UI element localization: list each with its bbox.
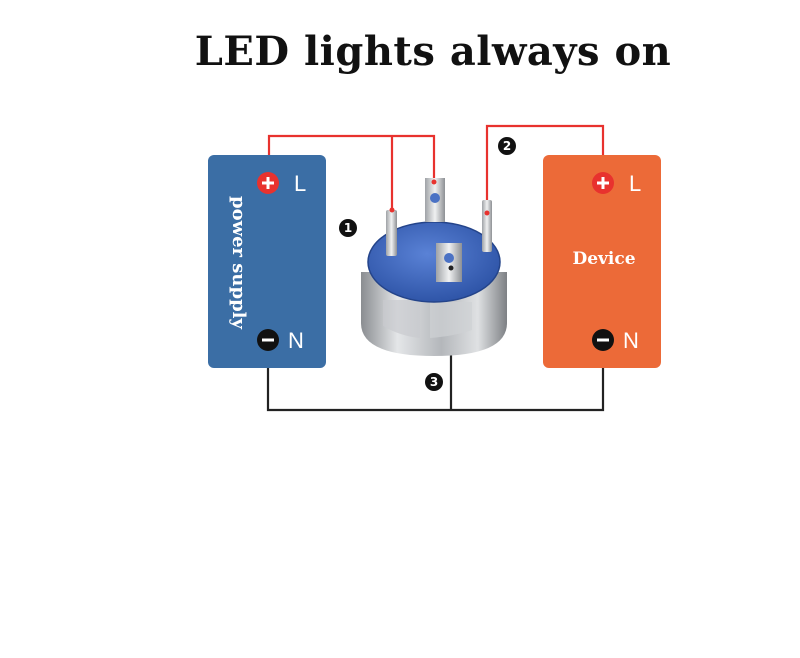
plus-icon: [257, 172, 279, 194]
switch-pin-top: [425, 178, 445, 222]
device-n-terminal: N: [623, 328, 639, 353]
device-label: Device: [572, 249, 635, 269]
svg-text:2: 2: [503, 139, 511, 153]
diagram-title: LED lights always on: [194, 28, 672, 75]
power-supply-box: L power supply N: [208, 155, 326, 368]
svg-text:1: 1: [344, 221, 352, 235]
power-supply-n-terminal: N: [288, 328, 304, 353]
marker-1: 1: [339, 219, 357, 237]
switch-pin-center: [436, 243, 462, 282]
device-box: L Device N: [543, 155, 661, 368]
svg-text:3: 3: [430, 375, 438, 389]
live-wire-switch-to-device: [485, 124, 605, 213]
push-button-switch: [361, 178, 507, 356]
marker-3: 3: [425, 373, 443, 391]
power-supply-l-terminal: L: [294, 171, 306, 196]
switch-pin-left: [386, 210, 397, 256]
power-supply-label: power supply: [228, 196, 249, 330]
switch-pin-right: [482, 200, 492, 252]
device-l-terminal: L: [629, 171, 641, 196]
minus-icon: [592, 329, 614, 351]
minus-icon: [257, 329, 279, 351]
marker-2: 2: [498, 137, 516, 155]
plus-icon: [592, 172, 614, 194]
